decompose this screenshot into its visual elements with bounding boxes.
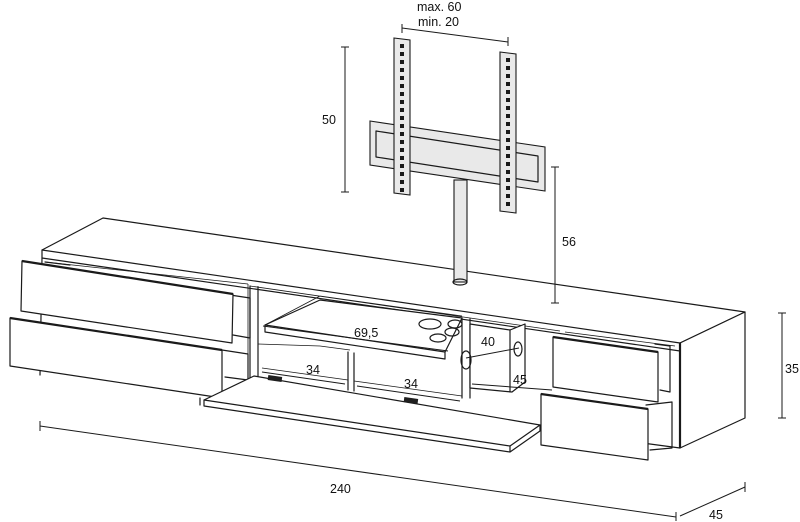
rail-slot — [400, 188, 404, 192]
rail-slot — [400, 124, 404, 128]
drawer-lower-left-top-edge — [9, 316, 223, 352]
label-cabinet-height: 35 — [785, 362, 799, 376]
rail-slot — [400, 44, 404, 48]
rail-slot — [400, 60, 404, 64]
rail-slot — [506, 138, 510, 142]
rail-slot — [400, 108, 404, 112]
rail-slot — [400, 84, 404, 88]
rail-slot — [506, 186, 510, 190]
drawer-lower-right-top-edge — [540, 392, 649, 411]
drawer-lower-right-box — [645, 401, 673, 451]
rail-slot — [400, 132, 404, 136]
rail-slot — [506, 98, 510, 102]
drawer-upper-right-top-edge — [552, 335, 659, 354]
label-mount-height: 50 — [322, 113, 336, 127]
rail-slot — [400, 68, 404, 72]
rail-slot — [506, 202, 510, 206]
dim-cabinet-height — [778, 312, 786, 419]
center-compartment-floor — [257, 343, 463, 397]
center-divider-left — [249, 285, 259, 385]
center-partition — [347, 317, 471, 399]
label-inner-width: 40 — [481, 335, 495, 349]
rail-slot — [400, 52, 404, 56]
rail-slot — [506, 194, 510, 198]
label-compartment-left: 34 — [306, 363, 320, 377]
rail-slot — [506, 122, 510, 126]
cable-hole-4 — [429, 333, 447, 343]
dim-inner-depth — [471, 383, 553, 391]
rail-slot — [506, 74, 510, 78]
center-flap-edge — [203, 399, 541, 453]
rail-slot — [506, 82, 510, 86]
rail-slot — [506, 162, 510, 166]
mount-column-base — [452, 278, 468, 286]
label-cabinet-depth: 45 — [709, 508, 723, 522]
rail-slot — [400, 164, 404, 168]
dim-cabinet-depth — [679, 482, 746, 517]
dim-cabinet-width — [39, 421, 677, 521]
mount-crossbar-inner — [375, 130, 539, 183]
cable-hole-1 — [418, 318, 442, 330]
label-compartment-right: 34 — [404, 377, 418, 391]
label-mount-min: min. 20 — [418, 15, 459, 29]
cable-box-hole-1 — [460, 350, 472, 370]
rail-slot — [506, 106, 510, 110]
rail-slot — [506, 90, 510, 94]
label-shelf-width: 69,5 — [354, 326, 378, 340]
rail-slot — [400, 116, 404, 120]
mount-column — [453, 179, 468, 283]
rail-slot — [506, 130, 510, 134]
rail-slot — [506, 170, 510, 174]
drawer-lower-left-box — [221, 349, 249, 381]
rail-slot — [400, 148, 404, 152]
rail-slot — [506, 154, 510, 158]
dim-column-height — [551, 166, 559, 304]
dim-inner-width — [465, 347, 520, 359]
drawer-upper-right-box — [654, 343, 671, 393]
label-mount-max: max. 60 — [417, 0, 462, 14]
rail-slot — [506, 66, 510, 70]
rail-slot — [400, 76, 404, 80]
rail-slot — [506, 58, 510, 62]
dim-mount-height — [341, 46, 349, 193]
mount-rail-slots — [400, 44, 510, 206]
flap-hinge-right — [403, 397, 419, 404]
label-column-height: 56 — [562, 235, 576, 249]
dim-compartments — [261, 371, 461, 402]
center-shelf-edge — [264, 324, 446, 360]
flap-hinge-left — [267, 375, 283, 382]
rail-slot — [400, 180, 404, 184]
label-inner-depth: 45 — [513, 373, 527, 387]
label-cabinet-width: 240 — [330, 482, 351, 496]
dim-mount-spacing — [401, 24, 509, 46]
rail-slot — [400, 156, 404, 160]
rail-slot — [506, 146, 510, 150]
drawer-upper-right-front — [552, 336, 659, 403]
drawer-upper-left-top-edge — [21, 259, 234, 296]
rail-slot — [400, 172, 404, 176]
dim-shelf-width — [262, 325, 449, 352]
rail-slot — [400, 140, 404, 144]
rail-slot — [506, 178, 510, 182]
rail-slot — [400, 100, 404, 104]
rail-slot — [506, 114, 510, 118]
rail-slot — [400, 92, 404, 96]
drawer-lower-right-front — [540, 393, 649, 461]
